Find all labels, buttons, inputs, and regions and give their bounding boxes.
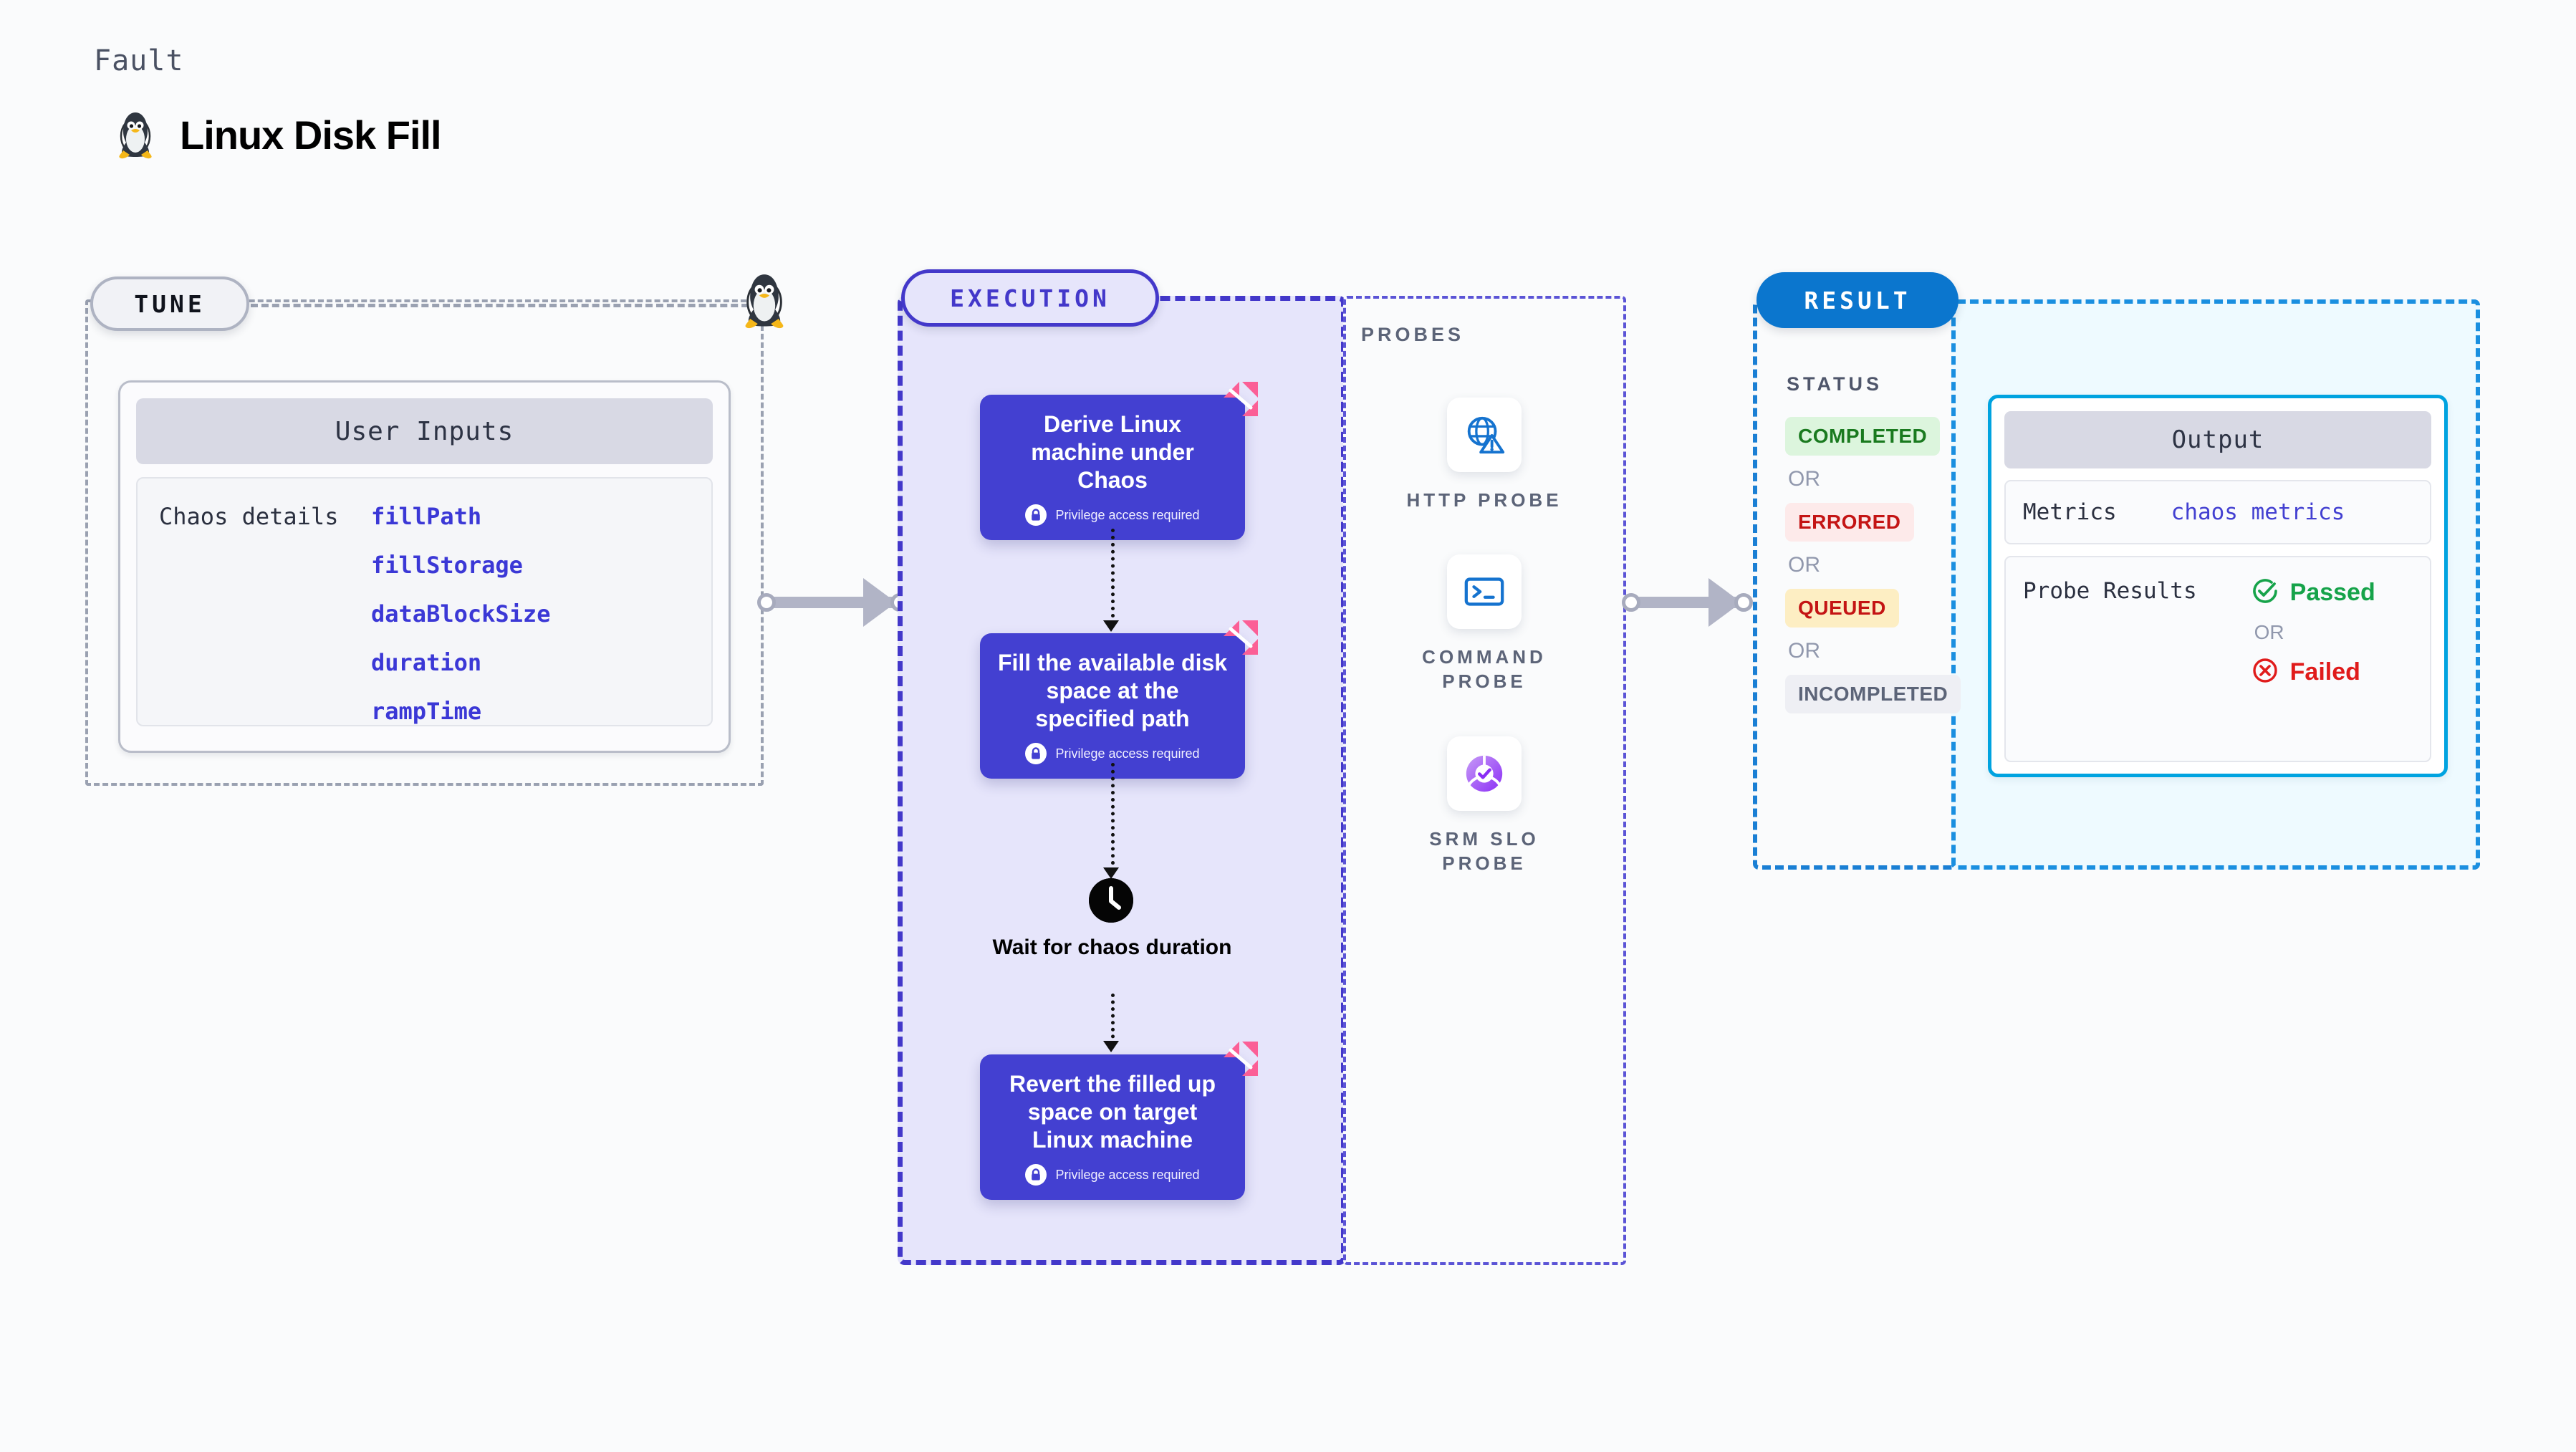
parameter-duration[interactable]: duration bbox=[371, 649, 482, 676]
flow-anchor-dot bbox=[757, 593, 776, 612]
user-inputs-header: User Inputs bbox=[136, 398, 713, 464]
probe-results-values: Passed OR Failed bbox=[2251, 577, 2375, 761]
or-separator: OR bbox=[2254, 621, 2284, 643]
status-badge-queued: QUEUED bbox=[1785, 589, 1899, 628]
page-header: Fault Linux Disk Fill bbox=[94, 44, 442, 163]
probe-failed-label: Failed bbox=[2289, 658, 2360, 686]
probe-http[interactable]: HTTP PROBE bbox=[1391, 398, 1577, 512]
probe-result-passed: Passed bbox=[2251, 577, 2375, 608]
or-separator: OR bbox=[1788, 553, 1820, 577]
flow-anchor-dot bbox=[1622, 593, 1640, 612]
tune-pill[interactable]: TUNE bbox=[90, 277, 249, 331]
privilege-row: Privilege access required bbox=[997, 743, 1228, 765]
probe-results-row: Probe Results Passed OR bbox=[2004, 556, 2431, 762]
status-badge-completed: COMPLETED bbox=[1785, 417, 1941, 456]
clock-icon bbox=[1089, 878, 1133, 923]
lock-icon bbox=[1025, 743, 1047, 765]
privilege-row: Privilege access required bbox=[997, 504, 1228, 527]
terminal-icon bbox=[1447, 554, 1522, 629]
parameter-fillstorage[interactable]: fillStorage bbox=[371, 552, 523, 579]
result-pill[interactable]: RESULT bbox=[1756, 272, 1959, 328]
probe-srm-slo[interactable]: SRM SLO PROBE bbox=[1391, 736, 1577, 876]
probe-command-label: COMMAND PROBE bbox=[1422, 646, 1547, 693]
linux-penguin-icon-small bbox=[739, 266, 789, 331]
execution-connector bbox=[1111, 994, 1115, 1045]
metrics-row: Metrics chaos metrics bbox=[2004, 480, 2431, 544]
execution-connector-arrow bbox=[1103, 620, 1119, 632]
parameter-datablocksize[interactable]: dataBlockSize bbox=[371, 600, 551, 628]
status-badge-incompleted: INCOMPLETED bbox=[1785, 675, 1961, 713]
parameter-list: fillPath fillStorage dataBlockSize durat… bbox=[371, 503, 550, 725]
execution-node[interactable]: Fill the available disk space at the spe… bbox=[980, 620, 1258, 779]
parameter-fillpath[interactable]: fillPath bbox=[371, 503, 482, 530]
execution-node[interactable]: Derive Linux machine under Chaos Privile… bbox=[980, 382, 1258, 541]
status-label: STATUS bbox=[1787, 373, 1883, 395]
probe-result-failed: Failed bbox=[2251, 657, 2375, 688]
privilege-text: Privilege access required bbox=[1055, 746, 1200, 761]
privilege-text: Privilege access required bbox=[1055, 507, 1200, 522]
output-card: Output Metrics chaos metrics Probe Resul… bbox=[1988, 395, 2448, 777]
execution-connector bbox=[1111, 529, 1115, 625]
wait-label: Wait for chaos duration bbox=[992, 936, 1232, 959]
slo-check-icon bbox=[1447, 736, 1522, 811]
privilege-text: Privilege access required bbox=[1055, 1167, 1200, 1182]
status-badge-errored: ERRORED bbox=[1785, 503, 1914, 542]
or-separator: OR bbox=[1788, 467, 1820, 491]
execution-node[interactable]: Revert the filled up space on target Lin… bbox=[980, 1042, 1258, 1201]
tune-container bbox=[85, 299, 764, 786]
probe-http-label: HTTP PROBE bbox=[1406, 489, 1562, 511]
execution-pill[interactable]: EXECUTION bbox=[901, 269, 1159, 327]
lock-icon bbox=[1025, 1164, 1047, 1186]
metrics-key: Metrics bbox=[2023, 499, 2117, 525]
metrics-value[interactable]: chaos metrics bbox=[2171, 499, 2345, 525]
chaos-details-body: Chaos details fillPath fillStorage dataB… bbox=[136, 477, 713, 726]
parameter-ramptime[interactable]: rampTime bbox=[371, 698, 482, 725]
probe-srm-slo-label: SRM SLO PROBE bbox=[1429, 828, 1539, 875]
page-title: Linux Disk Fill bbox=[180, 112, 442, 158]
tune-branch-line bbox=[251, 304, 759, 307]
probe-results-key: Probe Results bbox=[2023, 578, 2197, 604]
user-inputs-card: User Inputs Chaos details fillPath fillS… bbox=[118, 380, 731, 753]
probe-passed-label: Passed bbox=[2289, 579, 2375, 606]
or-separator: OR bbox=[1788, 639, 1820, 663]
probe-command[interactable]: COMMAND PROBE bbox=[1391, 554, 1577, 694]
litmus-ribbon-icon bbox=[1221, 379, 1261, 419]
execution-node-title: Derive Linux machine under Chaos bbox=[1031, 411, 1194, 494]
globe-warning-icon bbox=[1447, 398, 1522, 472]
probes-label: PROBES bbox=[1361, 324, 1465, 345]
flow-anchor-dot bbox=[1734, 593, 1753, 612]
linux-penguin-icon bbox=[114, 107, 157, 163]
privilege-row: Privilege access required bbox=[997, 1164, 1228, 1186]
execution-node-title: Revert the filled up space on target Lin… bbox=[1009, 1071, 1216, 1153]
lock-icon bbox=[1025, 504, 1047, 527]
chaos-details-label: Chaos details bbox=[159, 503, 339, 530]
execution-node-title: Fill the available disk space at the spe… bbox=[997, 650, 1228, 732]
status-list: COMPLETED OR ERRORED OR QUEUED OR INCOMP… bbox=[1785, 417, 1961, 713]
x-circle-icon bbox=[2251, 657, 2279, 688]
execution-connector-arrow bbox=[1103, 1041, 1119, 1052]
fault-kicker: Fault bbox=[94, 44, 184, 77]
litmus-ribbon-icon bbox=[1221, 1039, 1261, 1079]
output-header: Output bbox=[2004, 411, 2431, 468]
execution-connector bbox=[1111, 763, 1115, 872]
litmus-ribbon-icon bbox=[1221, 617, 1261, 658]
execution-connector-arrow bbox=[1103, 867, 1119, 879]
check-circle-icon bbox=[2251, 577, 2279, 608]
title-row: Linux Disk Fill bbox=[114, 107, 442, 163]
